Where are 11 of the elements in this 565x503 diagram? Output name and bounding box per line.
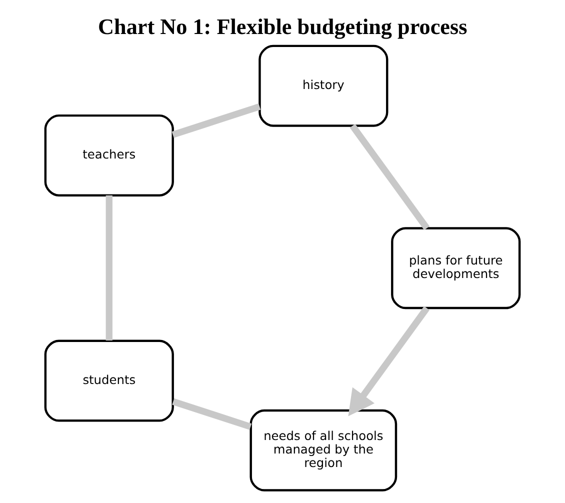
connector — [172, 398, 252, 430]
connector — [350, 124, 430, 230]
node-box: history — [258, 44, 388, 127]
node-box: students — [44, 340, 174, 422]
node-box: needs of all schools managed by the region — [250, 409, 398, 492]
node-box: teachers — [44, 114, 174, 196]
diagram-title: Chart No 1: Flexible budgeting process — [98, 14, 468, 39]
arrow — [348, 306, 430, 416]
connector — [106, 195, 112, 340]
node-box: plans for future developments — [391, 227, 521, 310]
connector — [172, 103, 261, 138]
